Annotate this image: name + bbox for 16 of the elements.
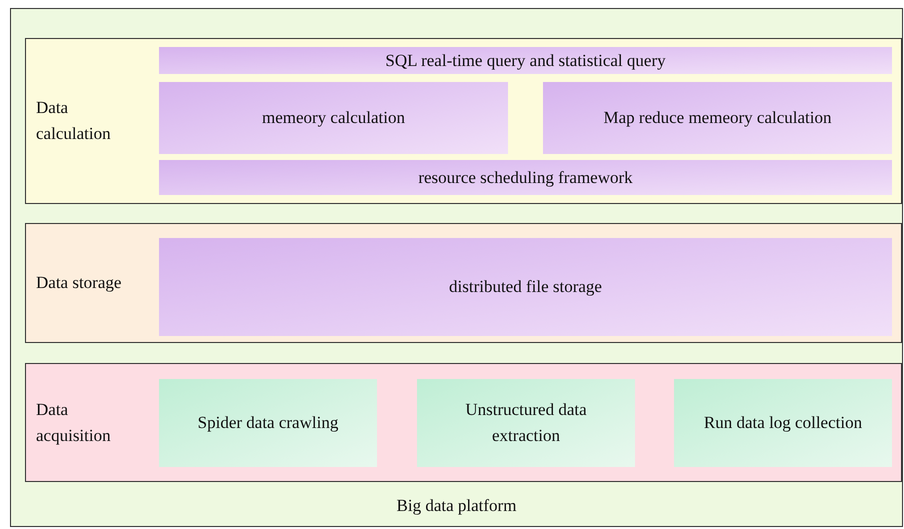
component-box: Spider data crawling <box>159 379 377 467</box>
layer-label: Data calculation <box>36 97 112 145</box>
component-box: resource scheduling framework <box>159 160 892 195</box>
layer-band <box>25 223 902 343</box>
component-box: memeory calculation <box>159 82 508 154</box>
component-box: distributed file storage <box>159 238 892 336</box>
platform-label: Big data platform <box>396 494 518 517</box>
layer-band <box>25 363 902 482</box>
layer-band <box>25 38 902 204</box>
layer-label: Data storage <box>36 272 122 294</box>
component-box: SQL real-time query and statistical query <box>159 47 892 74</box>
platform-frame <box>10 8 903 527</box>
component-box: Unstructured data extraction <box>417 379 635 467</box>
component-box: Run data log collection <box>674 379 892 467</box>
layer-label: Data acquisition <box>36 398 112 447</box>
component-box: Map reduce memeory calculation <box>543 82 892 154</box>
